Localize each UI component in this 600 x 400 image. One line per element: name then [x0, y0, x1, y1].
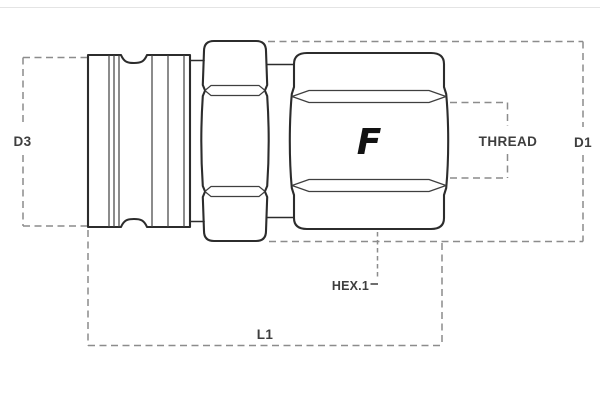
hex-nut-facet-bottom — [204, 185, 266, 198]
dimension-d3: D3 — [13, 56, 87, 227]
swivel-hex-nut — [200, 39, 270, 243]
callout-hex1: HEX.1 — [332, 232, 379, 293]
dimension-l1: L1 — [87, 230, 443, 347]
brand-logo-f-icon: F — [357, 122, 382, 163]
hex-body-facet-top — [291, 89, 447, 104]
dimension-thread: THREAD — [450, 101, 538, 179]
sleeve-outline — [86, 53, 192, 229]
dim-label-hex1: HEX.1 — [332, 279, 369, 293]
hex-body-facet-bottom — [291, 178, 447, 193]
hex-nut-facet-top — [204, 84, 266, 97]
hex-nut-outline — [200, 39, 270, 243]
dim-label-d3: D3 — [13, 134, 31, 149]
dim-label-thread: THREAD — [479, 134, 538, 149]
release-sleeve — [86, 53, 192, 229]
coupling-drawing: F — [86, 39, 450, 243]
dimensions: D3 L1 D1 THREAD HEX.1 — [13, 40, 592, 347]
body-neck — [266, 63, 295, 219]
dim-label-d1: D1 — [574, 135, 592, 150]
hex-body-outline — [288, 51, 450, 231]
hex-body: F — [288, 51, 450, 231]
dim-label-l1: L1 — [257, 327, 274, 342]
sleeve-neck — [189, 59, 205, 223]
dimension-d1: D1 — [268, 40, 592, 243]
